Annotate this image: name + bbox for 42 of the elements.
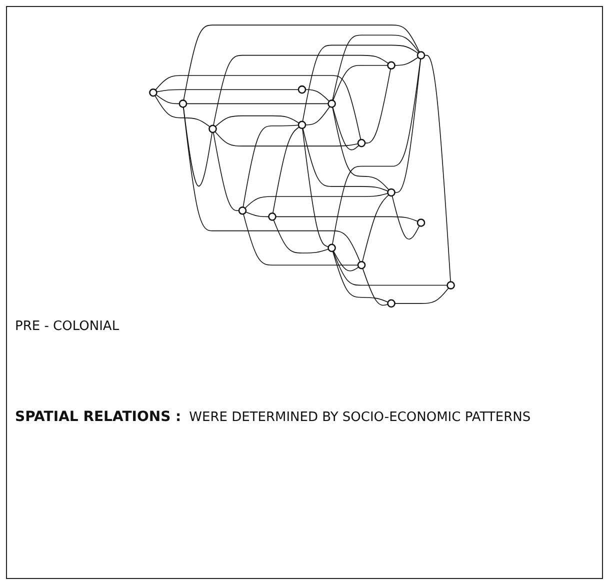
connector: [333, 250, 359, 272]
connector: [305, 89, 330, 102]
connector: [154, 95, 210, 128]
connector: [394, 56, 418, 66]
connector: [362, 268, 388, 306]
connector: [332, 106, 390, 190]
connector: [332, 58, 421, 245]
heading-text: SPATIAL RELATIONS :: [15, 409, 182, 425]
connector: [332, 106, 360, 150]
connector: [243, 214, 358, 266]
connector: [272, 126, 300, 214]
connector: [245, 212, 270, 218]
connector: [364, 68, 391, 144]
connector: [214, 131, 358, 146]
connector: [183, 24, 420, 101]
connector: [214, 115, 300, 127]
connector: [302, 44, 418, 122]
connector: [213, 54, 389, 126]
connector: [332, 64, 388, 101]
connector: [244, 193, 388, 209]
connector: [302, 128, 388, 192]
connector: [156, 89, 299, 92]
connector: [305, 106, 330, 126]
note-text: WERE DETERMINED BY SOCIO-ECONOMIC PATTERNS: [189, 410, 531, 425]
connector: [273, 220, 329, 254]
connector: [424, 54, 451, 282]
connector: [275, 216, 418, 222]
connector: [242, 124, 299, 208]
connector: [394, 288, 449, 304]
connector: [186, 103, 329, 104]
connector: [394, 58, 422, 193]
connector: [182, 106, 361, 262]
connector: [212, 132, 240, 212]
connector: [332, 250, 448, 286]
connector: [392, 196, 420, 240]
connector: [332, 34, 420, 101]
connector: [362, 194, 390, 262]
connector: [156, 94, 180, 104]
connector: [332, 250, 388, 302]
connector: [302, 128, 329, 248]
caption-text: PRE - COLONIAL: [15, 319, 120, 334]
connector: [155, 75, 362, 140]
